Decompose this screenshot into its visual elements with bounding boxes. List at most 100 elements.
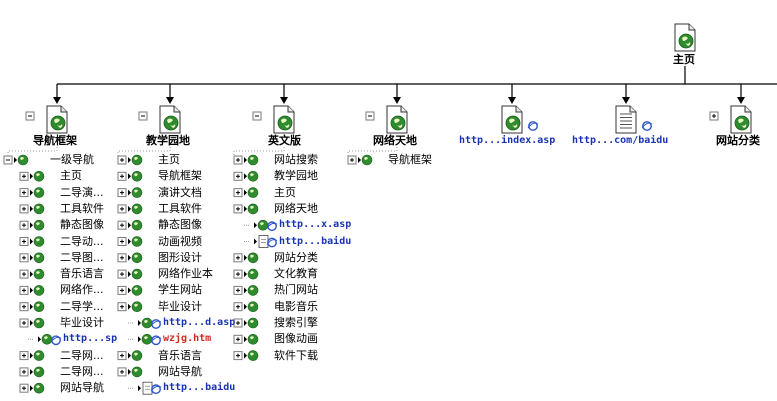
tree-item-label[interactable]: 网络作... — [60, 283, 104, 297]
tree-item-label[interactable]: 演讲文档 — [158, 185, 202, 199]
tree-item-label[interactable]: 网络作业本 — [158, 267, 213, 281]
row-expander-0-0[interactable] — [3, 155, 13, 165]
tree-item-label[interactable]: 热门网站 — [274, 283, 318, 297]
child-expander-3[interactable] — [365, 111, 375, 121]
row-expander-0-4[interactable] — [19, 220, 29, 230]
child-page-icon-5[interactable] — [615, 105, 637, 134]
child-expander-6[interactable] — [709, 111, 719, 121]
row-expander-0-8[interactable] — [19, 285, 29, 295]
tree-item-label[interactable]: 文化教育 — [274, 267, 318, 281]
tree-item-label[interactable]: 工具软件 — [158, 201, 202, 215]
child-label-4[interactable]: http...index.asp — [459, 135, 556, 146]
row-expander-3-0[interactable] — [347, 155, 357, 165]
row-expander-1-0[interactable] — [117, 155, 127, 165]
child-page-icon-0[interactable] — [46, 105, 68, 134]
tree-item-label[interactable]: 二导网... — [60, 348, 104, 362]
row-expander-0-2[interactable] — [19, 188, 29, 198]
child-expander-0[interactable] — [25, 111, 35, 121]
tree-item-label[interactable]: 主页 — [274, 185, 296, 199]
tree-item-label[interactable]: 二导动... — [60, 234, 104, 248]
tree-item-label[interactable]: 音乐语言 — [60, 267, 104, 281]
child-page-icon-6[interactable] — [730, 105, 752, 134]
child-expander-2[interactable] — [252, 111, 262, 121]
tree-item-label[interactable]: 网站搜索 — [274, 153, 318, 166]
tree-item-label[interactable]: 二导演... — [60, 185, 104, 199]
tree-item-label[interactable]: 二导网... — [60, 364, 104, 378]
row-expander-1-9[interactable] — [117, 302, 127, 312]
row-expander-1-12[interactable] — [117, 351, 127, 361]
tree-item-label[interactable]: 静态图像 — [158, 218, 202, 232]
child-label-5[interactable]: http...com/baidu — [572, 135, 669, 146]
tree-item-label[interactable]: 二导图... — [60, 250, 104, 264]
child-label-2[interactable]: 英文版 — [268, 134, 301, 147]
child-page-icon-4[interactable] — [501, 105, 523, 134]
tree-item-label[interactable]: http...x.asp — [279, 219, 352, 231]
row-expander-1-1[interactable] — [117, 171, 127, 181]
tree-item-label[interactable]: 音乐语言 — [158, 348, 202, 362]
row-expander-0-14[interactable] — [19, 383, 29, 393]
tree-item-label[interactable]: 主页 — [158, 153, 180, 166]
root-page-icon[interactable] — [674, 23, 696, 52]
row-expander-1-3[interactable] — [117, 204, 127, 214]
row-expander-0-12[interactable] — [19, 351, 29, 361]
child-label-6[interactable]: 网站分类 — [716, 134, 760, 147]
child-page-icon-2[interactable] — [273, 105, 295, 134]
tree-item-label[interactable]: 电影音乐 — [274, 299, 318, 313]
row-expander-1-7[interactable] — [117, 269, 127, 279]
row-expander-1-2[interactable] — [117, 188, 127, 198]
tree-item-label[interactable]: http...baidu — [279, 235, 352, 247]
row-expander-2-3[interactable] — [233, 204, 243, 214]
tree-item-label[interactable]: 工具软件 — [60, 201, 104, 215]
row-expander-2-7[interactable] — [233, 269, 243, 279]
row-expander-2-6[interactable] — [233, 253, 243, 263]
child-label-1[interactable]: 教学园地 — [146, 134, 190, 147]
row-expander-2-10[interactable] — [233, 318, 243, 328]
row-expander-1-6[interactable] — [117, 253, 127, 263]
tree-item-label[interactable]: 软件下载 — [274, 348, 318, 362]
row-expander-1-5[interactable] — [117, 237, 127, 246]
row-expander-1-13[interactable] — [117, 367, 127, 377]
child-page-icon-1[interactable] — [159, 105, 181, 134]
tree-item-label[interactable]: 学生网站 — [158, 283, 202, 297]
row-expander-1-8[interactable] — [117, 285, 127, 295]
row-expander-0-10[interactable] — [19, 318, 29, 328]
tree-item-label[interactable]: 二导学... — [60, 299, 104, 313]
tree-item-label[interactable]: wzjg.htm — [163, 333, 212, 345]
tree-item-label[interactable]: http...baidu — [163, 382, 236, 394]
tree-item-label[interactable]: 动画视频 — [158, 234, 202, 248]
row-expander-0-13[interactable] — [19, 367, 29, 377]
tree-item-label[interactable]: 教学园地 — [274, 169, 318, 183]
row-expander-0-1[interactable] — [19, 171, 29, 181]
tree-item-label[interactable]: 网站导航 — [60, 381, 104, 395]
tree-item-label[interactable]: 一级导航 — [50, 153, 94, 166]
child-expander-1[interactable] — [138, 111, 148, 121]
tree-item-label[interactable]: 静态图像 — [60, 218, 104, 232]
row-expander-2-11[interactable] — [233, 334, 243, 344]
row-expander-2-8[interactable] — [233, 285, 243, 295]
row-expander-0-3[interactable] — [19, 204, 29, 214]
tree-item-label[interactable]: 主页 — [60, 169, 82, 183]
tree-item-label[interactable]: 搜索引擎 — [274, 316, 318, 329]
root-label[interactable]: 主页 — [673, 53, 695, 66]
tree-item-label[interactable]: 毕业设计 — [158, 299, 202, 313]
tree-item-label[interactable]: 毕业设计 — [60, 316, 104, 329]
tree-item-label[interactable]: http...sp — [63, 333, 118, 345]
row-expander-2-1[interactable] — [233, 171, 243, 181]
tree-item-label[interactable]: 图像动画 — [274, 332, 318, 346]
row-expander-0-6[interactable] — [19, 253, 29, 263]
tree-item-label[interactable]: 网站分类 — [274, 250, 318, 264]
row-expander-1-4[interactable] — [117, 220, 127, 230]
tree-item-label[interactable]: http...d.asp — [163, 317, 236, 328]
tree-item-label[interactable]: 导航框架 — [388, 153, 432, 166]
tree-item-label[interactable]: 图形设计 — [158, 250, 202, 264]
tree-item-label[interactable]: 网络天地 — [274, 201, 318, 215]
row-expander-0-7[interactable] — [19, 269, 29, 279]
row-expander-0-9[interactable] — [19, 302, 29, 312]
row-expander-2-0[interactable] — [233, 155, 243, 165]
row-expander-2-2[interactable] — [233, 188, 243, 198]
tree-item-label[interactable]: 导航框架 — [158, 169, 202, 183]
row-expander-2-12[interactable] — [233, 351, 243, 361]
child-page-icon-3[interactable] — [386, 105, 408, 134]
row-expander-2-9[interactable] — [233, 302, 243, 312]
child-label-0[interactable]: 导航框架 — [33, 134, 77, 147]
